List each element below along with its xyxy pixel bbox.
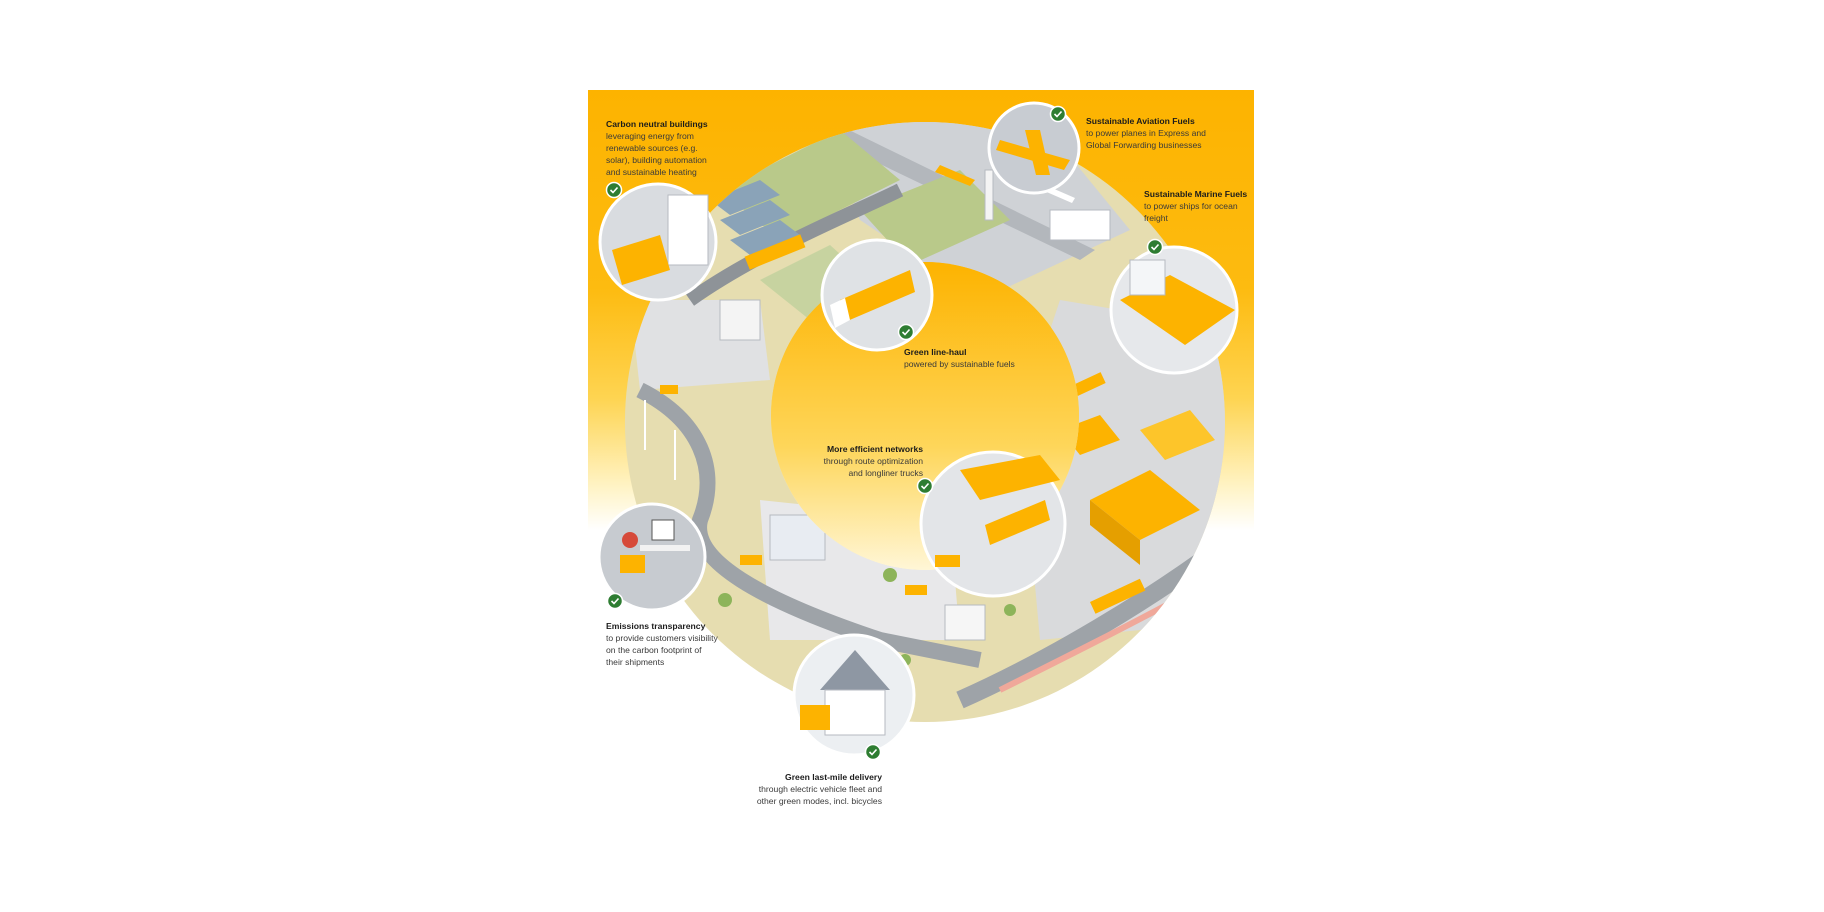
solar-panels (710, 180, 800, 255)
callout-title: Sustainable Aviation Fuels (1086, 116, 1195, 126)
callout-description: leveraging energy from renewable sources… (606, 131, 707, 177)
callout-more-efficient-networks: More efficient networks through route op… (800, 443, 923, 479)
ring-road (636, 382, 982, 668)
callout-green-last-mile-delivery: Green last-mile delivery through electri… (742, 771, 882, 807)
bubble-line-haul (820, 238, 934, 352)
callout-sustainable-marine-fuels: Sustainable Marine Fuels to power ships … (1144, 188, 1254, 224)
bubble-aviation (987, 101, 1081, 195)
check-badges (605, 105, 1164, 761)
bubble-last-mile (792, 633, 916, 757)
callout-title: More efficient networks (827, 444, 923, 454)
field (860, 170, 1010, 265)
check-badge-icon (605, 181, 623, 199)
check-badge-icon (916, 477, 934, 495)
callout-description: to power planes in Express and Global Fo… (1086, 128, 1206, 150)
bubble-networks (919, 450, 1067, 598)
callout-description: through electric vehicle fleet and other… (756, 784, 882, 806)
callout-carbon-neutral-buildings: Carbon neutral buildings leveraging ener… (606, 118, 726, 178)
bubble-emissions (597, 502, 707, 612)
control-tower (984, 169, 994, 221)
highway (685, 183, 904, 306)
wind-turbines (644, 400, 676, 480)
callout-title: Emissions transparency (606, 621, 706, 631)
check-badge-icon (1049, 105, 1067, 123)
callout-sustainable-aviation-fuels: Sustainable Aviation Fuels to power plan… (1086, 115, 1226, 151)
check-badge-icon (606, 592, 624, 610)
callout-emissions-transparency: Emissions transparency to provide custom… (606, 620, 736, 668)
callout-description: to power ships for ocean freight (1144, 201, 1238, 223)
bubble-buildings (598, 182, 718, 302)
zoom-bubbles (597, 101, 1239, 757)
callout-description: powered by sustainable fuels (904, 359, 1015, 369)
check-badge-icon (1146, 238, 1164, 256)
check-badge-icon (864, 743, 882, 761)
callout-title: Green last-mile delivery (785, 772, 882, 782)
bubble-marine (1109, 245, 1239, 375)
callout-green-line-haul: Green line-haul powered by sustainable f… (904, 346, 1024, 370)
callout-description: through route optimization and longliner… (823, 456, 923, 478)
callout-description: to provide customers visibility on the c… (606, 633, 718, 667)
check-badge-icon (897, 323, 915, 341)
callout-title: Green line-haul (904, 347, 967, 357)
callout-title: Carbon neutral buildings (606, 119, 708, 129)
callout-title: Sustainable Marine Fuels (1144, 189, 1248, 199)
